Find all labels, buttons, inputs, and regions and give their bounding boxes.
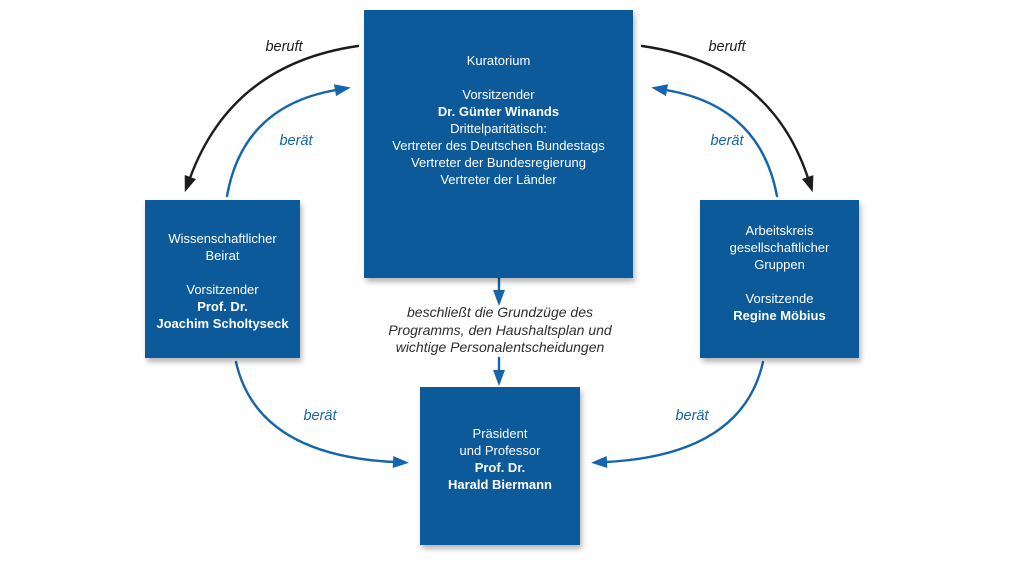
beraet-label-top-right: berät bbox=[710, 133, 744, 149]
kuratorium-title: Kuratorium bbox=[466, 53, 531, 68]
praesident-person-line: Harald Biermann bbox=[447, 477, 553, 492]
spacer bbox=[700, 273, 859, 290]
arbeitskreis-name-line: gesellschaftlicher bbox=[729, 240, 830, 255]
praesident-name-line: und Professor bbox=[459, 443, 541, 458]
spacer bbox=[364, 69, 633, 86]
arbeitskreis-role-label: Vorsitzende bbox=[745, 291, 814, 306]
kuratorium-member-line: Drittelparitätisch: bbox=[450, 121, 547, 136]
beirat-name-line: Beirat bbox=[205, 248, 240, 263]
beraet-label-bottom-left: berät bbox=[303, 408, 337, 424]
kuratorium-member-line: Vertreter der Bundesregierung bbox=[411, 155, 586, 170]
arbeitskreis-box: Arbeitskreis gesellschaftlicher Gruppen … bbox=[700, 200, 859, 358]
wissenschaftlicher-beirat-box: Wissenschaftlicher Beirat Vorsitzender P… bbox=[145, 200, 300, 358]
kuratorium-person: Dr. Günter Winands bbox=[437, 104, 560, 119]
kuratorium-box: Kuratorium Vorsitzender Dr. Günter Winan… bbox=[364, 10, 633, 278]
arbeitskreis-name-line: Arbeitskreis bbox=[745, 223, 814, 238]
decision-note-line: wichtige Personalentscheidungen bbox=[395, 339, 605, 355]
beruft-label-right: beruft bbox=[708, 39, 746, 55]
kuratorium-member-line: Vertreter des Deutschen Bundestags bbox=[392, 138, 605, 153]
beirat-person-line: Joachim Scholtyseck bbox=[156, 316, 289, 331]
praesident-name-line: Präsident bbox=[472, 426, 528, 441]
decision-note: beschließt die Grundzüge des Programms, … bbox=[360, 304, 640, 357]
beirat-name-line: Wissenschaftlicher bbox=[168, 231, 277, 246]
beirat-role-label: Vorsitzender bbox=[186, 282, 259, 297]
arbeitskreis-name-line: Gruppen bbox=[754, 257, 805, 272]
beruft-label-left: beruft bbox=[265, 39, 303, 55]
kuratorium-member-line: Vertreter der Länder bbox=[440, 172, 557, 187]
beraet-label-top-left: berät bbox=[279, 133, 313, 149]
spacer bbox=[145, 264, 300, 281]
decision-note-line: beschließt die Grundzüge des bbox=[407, 304, 593, 320]
decision-note-line: Programms, den Haushaltsplan und bbox=[388, 321, 612, 338]
praesident-box: Präsident und Professor Prof. Dr. Harald… bbox=[420, 387, 580, 545]
praesident-person-line: Prof. Dr. bbox=[474, 460, 526, 475]
kuratorium-role-label: Vorsitzender bbox=[462, 87, 535, 102]
beirat-person-line: Prof. Dr. bbox=[197, 299, 248, 314]
arbeitskreis-person: Regine Möbius bbox=[733, 308, 826, 323]
beruft-arrow-top-left bbox=[184, 44, 360, 193]
beruft-arrow-top-right bbox=[640, 44, 814, 193]
beraet-label-bottom-right: berät bbox=[675, 408, 709, 424]
